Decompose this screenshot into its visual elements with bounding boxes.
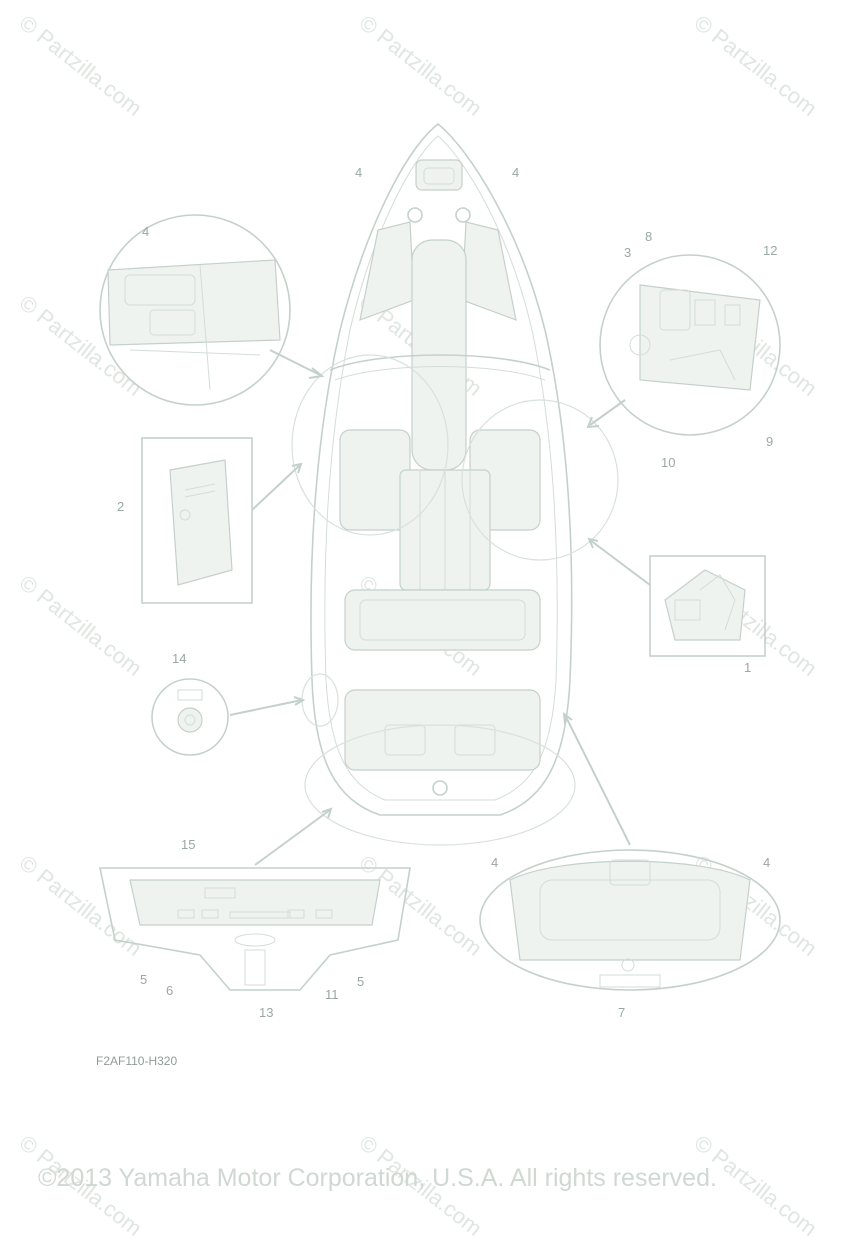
callout-3: 3 [624, 245, 632, 260]
inset-side-panel [141, 437, 253, 604]
callout-4: 4 [512, 165, 520, 180]
callout-4: 4 [491, 855, 499, 870]
callout-10: 10 [661, 455, 676, 470]
callout-5: 5 [140, 972, 148, 987]
part-code: F2AF110-H320 [96, 1054, 178, 1068]
inset-seat-detail [649, 555, 766, 657]
callout-5: 5 [357, 974, 365, 989]
callout-1: 1 [744, 660, 752, 675]
boat-label-diagram [99, 122, 781, 991]
callout-13: 13 [259, 1005, 274, 1020]
callout-4: 4 [355, 165, 363, 180]
callout-11: 11 [325, 987, 339, 1002]
callout-15: 15 [181, 837, 196, 852]
inset-helm-right [599, 254, 781, 436]
copyright-notice: ©2013 Yamaha Motor Corporation, U.S.A. A… [38, 1164, 717, 1192]
callout-8: 8 [645, 229, 653, 244]
inset-drain-plug [151, 678, 229, 756]
inset-dashboard-left [99, 214, 291, 406]
inset-swim-platform [479, 849, 781, 991]
callout-4: 4 [763, 855, 771, 870]
callout-7: 7 [618, 1005, 626, 1020]
callout-12: 12 [763, 243, 778, 258]
callout-4: 4 [142, 224, 150, 239]
callout-2: 2 [117, 499, 125, 514]
inset-transom-stern [99, 867, 411, 991]
callout-14: 14 [172, 651, 187, 666]
callout-6: 6 [166, 983, 174, 998]
callout-9: 9 [766, 434, 774, 449]
boat-hull-top-view [291, 122, 619, 846]
